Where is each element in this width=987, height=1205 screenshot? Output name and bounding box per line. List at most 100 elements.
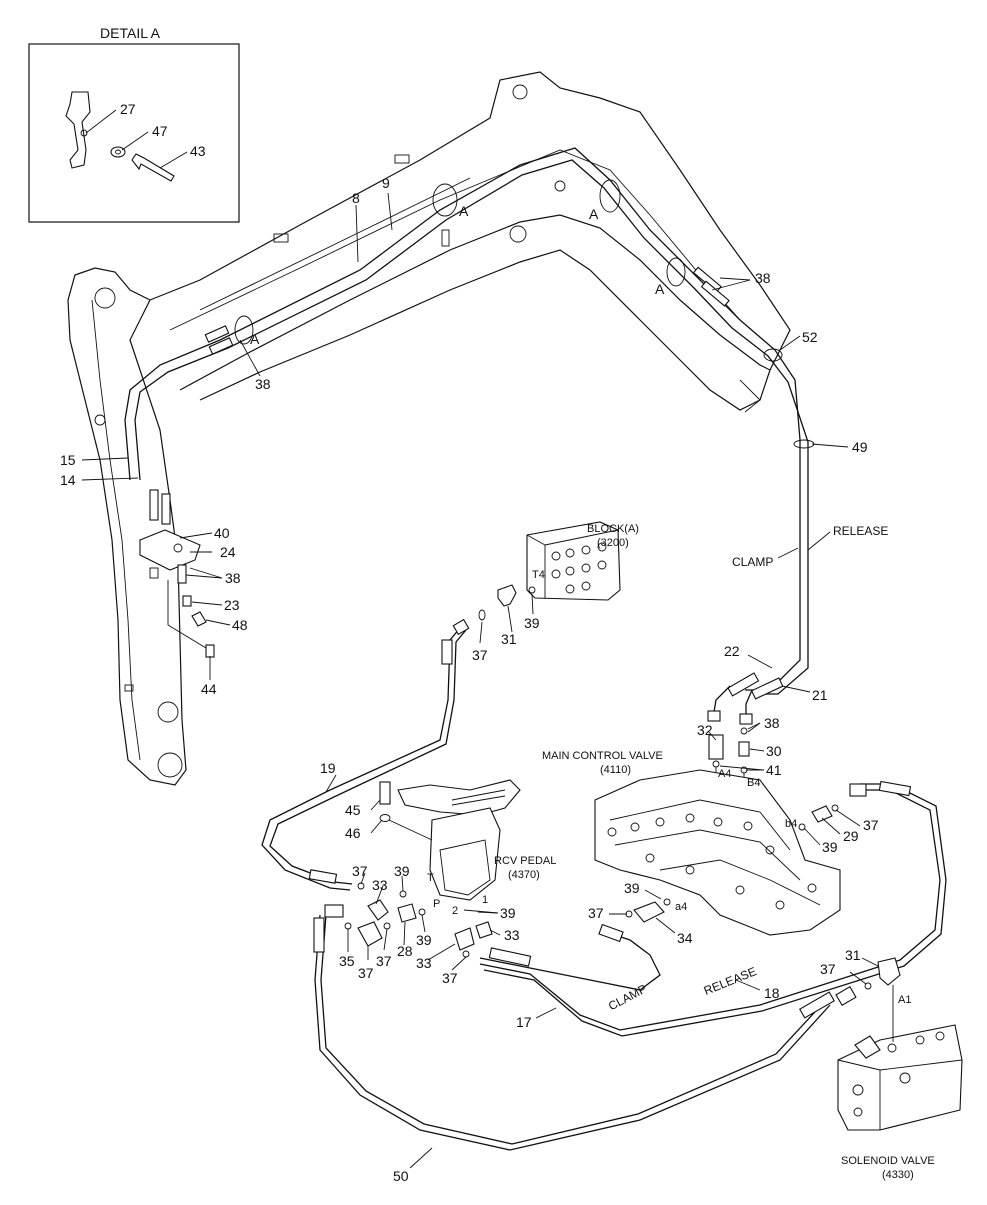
hose-50-b (320, 914, 827, 1145)
pedal-body (429, 807, 501, 901)
hose-18-fitting (878, 780, 912, 797)
callout-30: 30 (766, 743, 782, 759)
bracket-hole (80, 129, 88, 137)
callout-31-block: 31 (501, 631, 517, 647)
mcv-port-b4-small: b4 (785, 818, 797, 830)
hose-22-fitting (727, 672, 760, 697)
block-a-edge-2 (544, 529, 619, 546)
section-a-marker-4 (234, 315, 254, 345)
detail-part-27: 27 (120, 101, 136, 117)
section-label-a-4: A (250, 331, 260, 347)
leader-47 (121, 131, 149, 151)
callout-leaders (81, 192, 879, 1169)
boom-fitting-4 (700, 280, 730, 307)
arm-block-line-2 (167, 624, 207, 649)
detail-a-inset: DETAIL A 27 47 43 (28, 25, 240, 223)
boom-top-edge (149, 71, 791, 371)
arm-small-plate (149, 567, 159, 579)
callout-23: 23 (224, 597, 240, 613)
hose-21-end (745, 689, 753, 714)
hose-19-fitting-bottom (308, 869, 338, 884)
block-a-code: (3200) (597, 537, 629, 549)
detail-part-43: 43 (190, 143, 206, 159)
oring-39 (528, 586, 536, 594)
arm-pin-bottom (157, 701, 179, 723)
pedal-plate (397, 779, 521, 816)
oring-37-upper (478, 609, 486, 621)
mcv-spool-line-3 (659, 859, 821, 906)
elbow-33-right (475, 921, 493, 939)
fitting-44 (205, 644, 215, 658)
pipe-clamp-49 (793, 439, 815, 449)
callout-33-pedal-right: 33 (504, 927, 520, 943)
washer-drawing (110, 146, 126, 158)
rcv-pedal-name: RCV PEDAL (494, 855, 556, 867)
boom-end-curve (739, 379, 761, 413)
callout-31-solenoid: 31 (845, 947, 861, 963)
annotation-clamp-upper: CLAMP (732, 555, 773, 569)
boom-pin-mid (554, 180, 566, 192)
connector-28 (397, 903, 417, 923)
block-a-edge (526, 534, 546, 546)
adapter-29 (811, 805, 833, 823)
boom-bracket-2 (273, 233, 289, 243)
callout-37-pedal-left: 35 (339, 953, 355, 969)
mcv-body (594, 769, 841, 936)
arm-hole (94, 414, 106, 426)
hose-19-nut (452, 618, 470, 636)
boom-bracket-3 (441, 229, 450, 247)
callout-33-pedal-left: 33 (372, 877, 388, 893)
callout-48: 48 (232, 617, 248, 633)
hose-17-end (598, 923, 624, 943)
hose-17-fitting (488, 947, 532, 967)
bolt-drawing (131, 153, 175, 182)
rcv-port-p: P (433, 898, 440, 910)
callout-44: 44 (201, 681, 217, 697)
block-a-port-label: T4 (532, 569, 545, 581)
section-a-marker-3 (666, 257, 686, 287)
section-label-a-1: A (459, 203, 469, 219)
hose-22-nut (707, 710, 721, 722)
detail-a-frame (28, 43, 240, 223)
callout-21: 21 (812, 687, 828, 703)
hose-50-nut-top (324, 904, 344, 918)
solenoid-code: (4330) (882, 1169, 914, 1181)
arm-block (139, 529, 201, 571)
callout-39-mcv-left: 39 (624, 880, 640, 896)
callout-37-pedal-low: 37 (442, 970, 458, 986)
section-label-a-3: A (655, 281, 665, 297)
callout-50: 50 (393, 1168, 409, 1184)
mcv-spool-line-1 (609, 799, 791, 851)
pedal-valve-block (439, 839, 491, 896)
arm-fitting-1 (149, 489, 159, 521)
clamp-upper-leader (777, 547, 799, 559)
block-a-body (526, 521, 621, 601)
callout-32: 32 (697, 722, 713, 738)
hose-21-nut (739, 713, 753, 725)
callout-49: 49 (852, 439, 868, 455)
solenoid-valve: SOLENOID VALVE (4330) A1 (837, 957, 963, 1181)
pedal-leader (388, 819, 433, 841)
block-a: BLOCK(A) (3200) T4 (478, 521, 639, 621)
solenoid-name: SOLENOID VALVE (841, 1155, 935, 1167)
hose-18 (479, 789, 941, 1031)
arm-bracket (124, 684, 134, 692)
boom-inner-plate (169, 149, 741, 331)
callout-29: 29 (843, 828, 859, 844)
hose-19 (261, 627, 461, 891)
hose-50 (314, 914, 831, 1151)
callout-52: 52 (802, 329, 818, 345)
callout-39-pedal-mid: 39 (416, 932, 432, 948)
callout-38-mcv: 38 (764, 715, 780, 731)
detail-part-47: 47 (152, 123, 168, 139)
mcv-spool-line-2 (614, 829, 801, 881)
callout-28: 28 (397, 943, 413, 959)
arm-pin-top (94, 287, 116, 309)
leader-43 (159, 151, 188, 169)
callout-18: 18 (764, 985, 780, 1001)
rcv-port-2: 2 (452, 905, 458, 917)
adapter-23 (182, 595, 192, 607)
callout-34: 34 (677, 930, 693, 946)
callout-37-right: 37 (863, 817, 879, 833)
